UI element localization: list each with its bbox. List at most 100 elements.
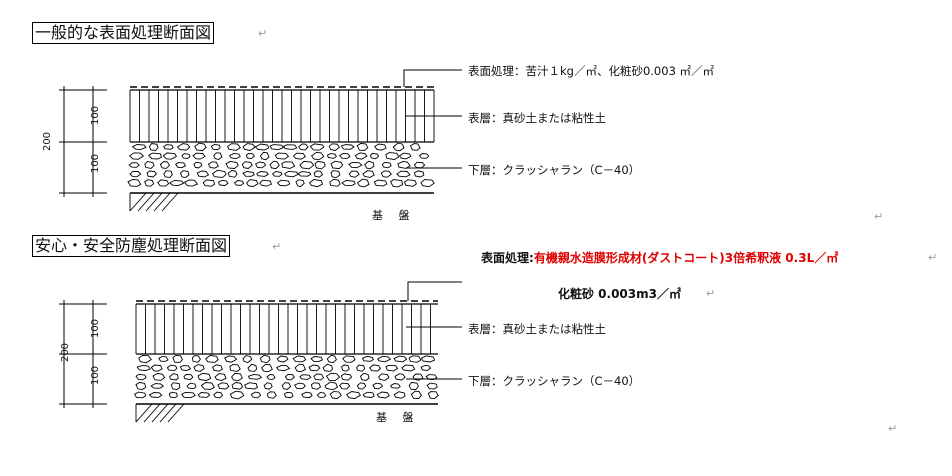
crushed-stone [233, 180, 245, 186]
crushed-stone [263, 382, 273, 390]
crushed-stone [254, 161, 267, 169]
crushed-stone [148, 152, 163, 160]
crushed-stone [377, 355, 392, 363]
crushed-stone [408, 355, 422, 363]
crushed-stone [218, 179, 229, 187]
crushed-stone [329, 178, 341, 187]
crushed-stone [394, 373, 406, 381]
crushed-stone [346, 391, 361, 400]
crushed-stone [314, 160, 326, 170]
crushed-stone [227, 143, 241, 151]
crushed-stone [299, 160, 315, 170]
crushed-stone [163, 144, 174, 150]
crushed-stone [163, 170, 173, 178]
crushed-stone [193, 364, 205, 372]
crushed-stone [356, 382, 367, 390]
crushed-stone [354, 152, 368, 160]
crushed-stone [181, 153, 191, 159]
crushed-stone [150, 383, 165, 389]
base-label-2: 基 盤 [376, 411, 420, 424]
paragraph-mark: ↵ [258, 27, 268, 40]
crushed-stone [135, 382, 147, 390]
crushed-stone [330, 160, 344, 170]
top-layer-label-2: 表層：真砂土または粘性土 [468, 322, 606, 336]
dim-bottom-2: 100 [90, 365, 102, 386]
crushed-stone [244, 382, 258, 390]
crushed-stone [316, 392, 327, 398]
crushed-stone [292, 152, 307, 160]
dim-total-1: 200 [42, 131, 54, 152]
crushed-stone [247, 363, 258, 372]
crushed-stone [254, 143, 270, 151]
crushed-stone [381, 161, 392, 169]
crushed-stone [144, 161, 155, 169]
crushed-stone [284, 170, 299, 178]
crushed-stone [169, 179, 185, 187]
crushed-stone [259, 354, 271, 364]
crushed-stone [359, 372, 370, 381]
crushed-stone [295, 179, 305, 187]
crushed-stone [326, 354, 337, 364]
crushed-stone [281, 161, 296, 169]
crushed-stone [256, 171, 269, 177]
crushed-stone [229, 152, 241, 160]
crushed-stone [269, 160, 280, 170]
crushed-stone [213, 391, 224, 399]
crushed-stone [175, 162, 187, 169]
crushed-stone [158, 355, 169, 362]
ground-hatch [161, 192, 179, 212]
crushed-stone [369, 152, 380, 160]
crushed-stone [301, 391, 313, 399]
crushed-stone [390, 383, 401, 389]
crushed-stone [390, 179, 404, 188]
crushed-stone [408, 381, 419, 391]
crushed-stone [166, 364, 178, 372]
crushed-stone [259, 151, 270, 161]
crushed-stone [364, 160, 375, 170]
crushed-stone [396, 170, 411, 178]
ground-hatch [135, 403, 153, 423]
crushed-stone [297, 171, 312, 177]
crushed-stone [340, 373, 353, 381]
cross-section [59, 281, 462, 423]
crushed-stone [146, 170, 158, 178]
crushed-stone [342, 355, 356, 363]
crushed-stone [128, 152, 145, 160]
crushed-stone [410, 390, 422, 399]
crushed-stone [362, 170, 375, 178]
crushed-stone [421, 355, 436, 363]
crushed-stone [357, 178, 370, 188]
crushed-stone [269, 144, 284, 151]
crushed-stone [373, 179, 388, 187]
crushed-stone [212, 169, 227, 178]
crushed-stone [212, 364, 223, 372]
crushed-stone [168, 391, 178, 399]
crushed-stone [348, 162, 363, 169]
crushed-stone [129, 170, 142, 178]
crushed-stone [150, 364, 163, 372]
ground-hatch [137, 192, 155, 212]
crushed-stone [294, 363, 306, 373]
crushed-stone [385, 152, 400, 160]
crushed-stone [397, 161, 411, 169]
crushed-stone [144, 179, 155, 187]
crushed-stone [308, 179, 323, 188]
crushed-stone [368, 364, 382, 372]
crushed-stone [313, 373, 325, 381]
crushed-stone [281, 382, 292, 390]
crushed-stone [420, 364, 432, 371]
crushed-stone [410, 143, 421, 151]
crushed-stone [266, 374, 276, 380]
crushed-stone [194, 142, 207, 152]
crushed-stone [214, 373, 227, 381]
section2-title: 安心・安全防塵処理断面図 [32, 235, 231, 257]
surface-treatment-label-2: 表面処理:有機親水造膜形成材(ダストコート)3倍希釈液 0.3L／㎡ [481, 249, 838, 266]
crushed-stone [309, 143, 325, 151]
crushed-stone [271, 171, 283, 177]
crushed-stone [197, 392, 211, 398]
top-layer-label-1: 表層：真砂土または粘性土 [468, 111, 606, 125]
crushed-stone [179, 365, 192, 371]
crushed-stone [229, 390, 245, 400]
crushed-stone [401, 364, 416, 372]
crushed-stone [127, 179, 142, 187]
